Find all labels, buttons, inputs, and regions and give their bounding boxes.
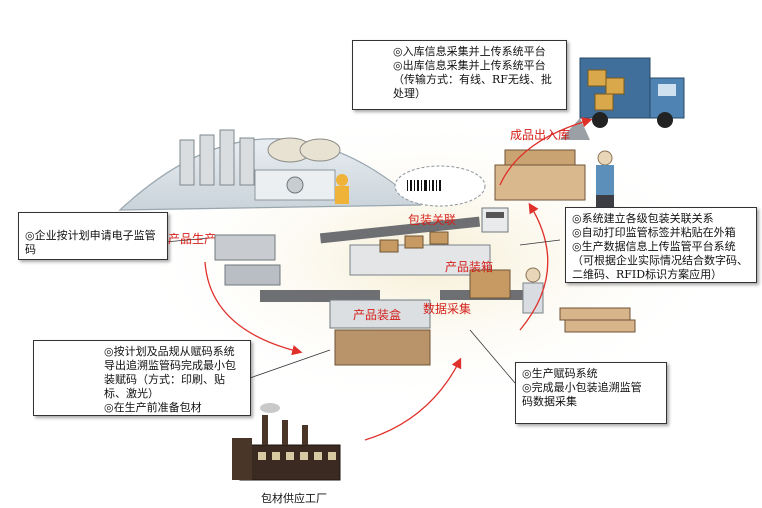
callout-line: ◎生产数据信息上传监管平台系统 [572, 240, 736, 253]
production-line [214, 216, 636, 366]
callout-line: ◎系统建立各级包装关联关系 [572, 212, 714, 225]
label-carton-packing: 产品装盒 [353, 308, 402, 322]
callout-data-collection: ◎生产赋码系统 ◎完成最小包装追溯监管 码数据采集 [515, 362, 667, 424]
flow-arrows [204, 117, 593, 441]
label-production: 产品生产 [168, 232, 217, 246]
callout-line: ◎入库信息采集并上传系统平台 [393, 45, 546, 58]
leader-lines [164, 237, 561, 384]
label-data-collection: 数据采集 [423, 302, 472, 316]
clean-room-dome [118, 129, 422, 211]
callout-line: （可根据企业实际情况结合数字码、 [572, 254, 748, 267]
callout-warehouse-info: ◎入库信息采集并上传系统平台 ◎出库信息采集并上传系统平台 （传输方式：有线、R… [352, 40, 567, 110]
callout-line: ◎生产赋码系统 [522, 367, 598, 380]
label-boxing: 产品装箱 [445, 260, 494, 274]
label-finished-goods: 成品出入库 [510, 128, 571, 142]
callout-line: 导出追溯监管码完成最小包 [104, 359, 236, 372]
callout-line: ◎按计划及品规从赋码系统 [104, 345, 235, 358]
callout-line: ◎自动打印监管标签并粘贴在外箱 [572, 226, 736, 239]
barcode-label [394, 165, 486, 207]
callout-line: 处理） [393, 87, 426, 100]
callout-line: ◎出库信息采集并上传系统平台 [393, 59, 546, 72]
label-supplier-factory: 包材供应工厂 [261, 492, 327, 505]
delivery-truck [560, 57, 685, 140]
callout-line: 码数据采集 [522, 395, 577, 408]
callout-line: 标、激光） [104, 387, 159, 400]
callout-line: ◎完成最小包装追溯监管 [522, 381, 642, 394]
supplier-factory [232, 403, 341, 481]
callout-coding-system: ◎按计划及品规从赋码系统 导出追溯监管码完成最小包 装赋码（方式：印刷、贴 标、… [33, 340, 251, 416]
callout-packaging-association: ◎系统建立各级包装关联关系 ◎自动打印监管标签并粘贴在外箱 ◎生产数据信息上传监… [565, 207, 757, 283]
label-packaging-link: 包装关联 [408, 213, 457, 227]
callout-line: 装赋码（方式：印刷、贴 [104, 373, 225, 386]
callout-line: （传输方式：有线、RF无线、批 [393, 73, 552, 86]
warehouse-area [494, 149, 614, 209]
callout-line: ◎企业按计划申请电子监管码 [25, 229, 156, 256]
callout-line: 二维码、RFID标识方案应用） [572, 268, 723, 281]
callout-plan-code-request: ◎企业按计划申请电子监管码 [18, 212, 168, 260]
callout-line: ◎在生产前准备包材 [104, 401, 202, 414]
label-printer [481, 207, 509, 233]
